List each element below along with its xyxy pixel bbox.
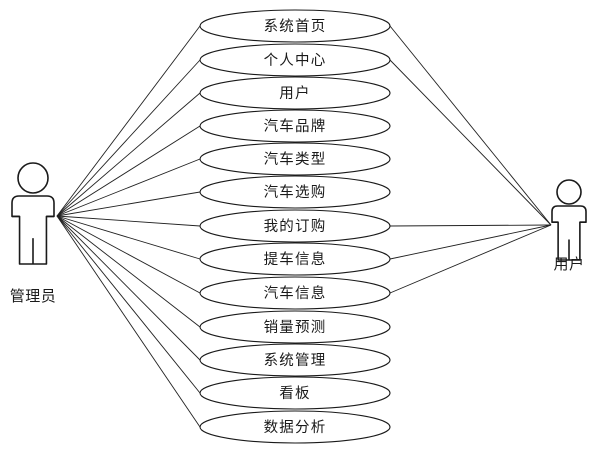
- use-case-label: 汽车选购: [264, 184, 327, 201]
- actor-label: 用户: [553, 255, 584, 273]
- actor-group: 管理员 用户: [10, 162, 587, 305]
- use-case-label: 销量预测: [264, 319, 327, 336]
- use-case-ellipse[interactable]: [199, 410, 391, 444]
- association-line: [56, 215, 201, 294]
- use-case-label: 系统首页: [264, 18, 327, 35]
- association-line: [56, 125, 201, 217]
- use-case-ellipse[interactable]: [199, 43, 391, 77]
- use-case-ellipse[interactable]: [199, 376, 391, 410]
- association-line: [389, 59, 552, 226]
- use-case-ellipse[interactable]: [199, 209, 391, 243]
- use-case-node[interactable]: 销量预测: [199, 310, 391, 344]
- association-line: [56, 215, 201, 394]
- association-line: [56, 215, 201, 361]
- use-case-node[interactable]: 我的订购: [199, 209, 391, 243]
- use-case-ellipse[interactable]: [199, 343, 391, 377]
- actor-head-icon: [556, 179, 582, 205]
- association-line: [56, 215, 201, 260]
- use-case-ellipse[interactable]: [199, 175, 391, 209]
- actor-label: 管理员: [10, 287, 57, 305]
- use-case-node[interactable]: 用户: [199, 76, 391, 110]
- use-case-label: 汽车信息: [264, 285, 327, 302]
- association-line: [56, 191, 201, 217]
- use-case-label: 个人中心: [264, 52, 327, 69]
- association-line: [56, 158, 201, 217]
- actor-admin[interactable]: 管理员: [10, 162, 57, 305]
- association-lines-group: [56, 25, 552, 428]
- association-line: [56, 59, 201, 217]
- use-case-label: 系统管理: [264, 352, 327, 369]
- use-case-label: 汽车类型: [264, 151, 327, 168]
- actor-body-icon: [11, 195, 55, 265]
- association-line: [389, 224, 552, 227]
- use-case-ellipse[interactable]: [199, 276, 391, 310]
- use-case-node[interactable]: 汽车信息: [199, 276, 391, 310]
- use-case-node[interactable]: 提车信息: [199, 242, 391, 276]
- use-case-group: 系统首页个人中心用户汽车品牌汽车类型汽车选购我的订购提车信息汽车信息销量预测系统…: [199, 9, 391, 444]
- use-case-label: 用户: [279, 85, 310, 102]
- use-case-node[interactable]: 个人中心: [199, 43, 391, 77]
- actor-head-icon: [17, 162, 49, 194]
- association-line: [56, 25, 201, 217]
- use-case-node[interactable]: 看板: [199, 376, 391, 410]
- actor-user[interactable]: 用户: [551, 179, 587, 273]
- use-case-node[interactable]: 系统管理: [199, 343, 391, 377]
- association-line: [56, 92, 201, 217]
- use-case-node[interactable]: 系统首页: [199, 9, 391, 43]
- use-case-label: 提车信息: [264, 251, 327, 268]
- use-case-ellipse[interactable]: [199, 76, 391, 110]
- use-case-label: 我的订购: [264, 218, 327, 235]
- use-case-node[interactable]: 汽车选购: [199, 175, 391, 209]
- use-case-ellipse[interactable]: [199, 109, 391, 143]
- association-line: [56, 215, 201, 227]
- association-line: [56, 215, 201, 328]
- association-line: [389, 224, 552, 260]
- use-case-node[interactable]: 汽车品牌: [199, 109, 391, 143]
- use-case-ellipse[interactable]: [199, 9, 391, 43]
- use-case-label: 看板: [279, 384, 310, 402]
- use-case-label: 数据分析: [264, 419, 327, 436]
- use-case-node[interactable]: 汽车类型: [199, 142, 391, 176]
- use-case-ellipse[interactable]: [199, 242, 391, 276]
- association-line: [56, 215, 201, 428]
- use-case-ellipse[interactable]: [199, 142, 391, 176]
- use-case-node[interactable]: 数据分析: [199, 410, 391, 444]
- association-line: [389, 224, 552, 294]
- association-line: [389, 25, 552, 226]
- actor-body-icon: [551, 205, 587, 261]
- use-case-ellipse[interactable]: [199, 310, 391, 344]
- use-case-label: 汽车品牌: [264, 118, 327, 135]
